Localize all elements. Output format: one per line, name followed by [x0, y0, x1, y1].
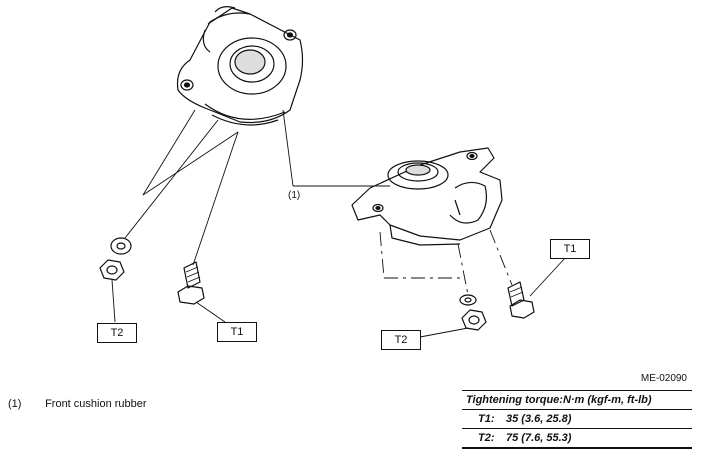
nut-left	[99, 259, 125, 281]
torque-tag: T1:	[478, 413, 495, 425]
right-cushion-rubber	[351, 147, 503, 246]
washer-left	[110, 237, 132, 255]
torque-value: 75 (7.6, 55.3)	[506, 432, 572, 444]
callout-t2-left: T2	[97, 323, 137, 343]
bolt-left	[177, 261, 205, 305]
right-leader-lines	[379, 229, 513, 296]
legend-label: Front cushion rubber	[45, 398, 147, 410]
figure-id: ME-02090	[640, 373, 687, 384]
torque-tag: T2:	[478, 432, 495, 444]
torque-row-t1: T1: 35 (3.6, 25.8)	[462, 410, 692, 429]
torque-table-rule	[462, 390, 692, 391]
callout-t1-right: T1	[550, 239, 590, 259]
washer-right	[459, 294, 477, 306]
legend: (1) Front cushion rubber	[8, 398, 147, 410]
torque-value: 35 (3.6, 25.8)	[506, 413, 572, 425]
left-cushion-rubber	[176, 6, 304, 126]
callout-part-1: (1)	[288, 190, 301, 201]
torque-table: Tightening torque:N·m (kgf-m, ft-lb) T1:…	[462, 390, 692, 449]
callout-t1-left: T1	[217, 322, 257, 342]
exploded-diagram	[99, 6, 567, 338]
callout-t2-right: T2	[381, 330, 421, 350]
torque-row-t2: T2: 75 (7.6, 55.3)	[462, 429, 692, 449]
legend-number: (1)	[8, 398, 22, 410]
nut-right	[461, 309, 487, 331]
bolt-right	[507, 281, 535, 319]
torque-header: Tightening torque:N·m (kgf-m, ft-lb)	[462, 391, 692, 410]
left-leader-lines	[124, 109, 390, 266]
